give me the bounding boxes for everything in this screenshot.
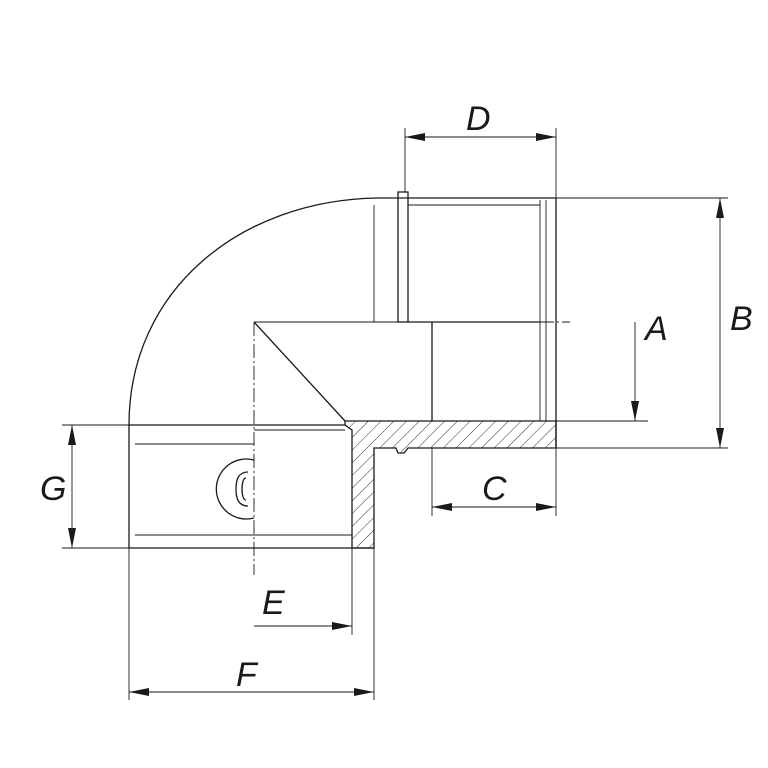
- dimension-c: C: [432, 470, 556, 511]
- dimension-g: G: [40, 425, 76, 548]
- outer-arc: [128, 197, 398, 548]
- cone-line: [253, 321, 346, 422]
- label-a: A: [643, 310, 668, 348]
- label-b: B: [730, 300, 753, 338]
- label-d: D: [466, 100, 491, 138]
- marking-symbol: [215, 458, 255, 520]
- dimension-b: B: [716, 198, 753, 448]
- bottom-socket: [129, 424, 374, 549]
- label-e: E: [262, 584, 285, 622]
- label-f: F: [236, 656, 259, 694]
- dimension-d: D: [405, 100, 556, 141]
- dimension-f: F: [129, 656, 374, 696]
- label-g: G: [40, 470, 66, 508]
- section-hatch: [344, 420, 557, 549]
- right-socket: [373, 191, 557, 448]
- dimension-e: E: [254, 584, 352, 630]
- label-c: C: [482, 470, 507, 508]
- extension-lines: [62, 128, 728, 700]
- dimension-a: A: [631, 310, 668, 421]
